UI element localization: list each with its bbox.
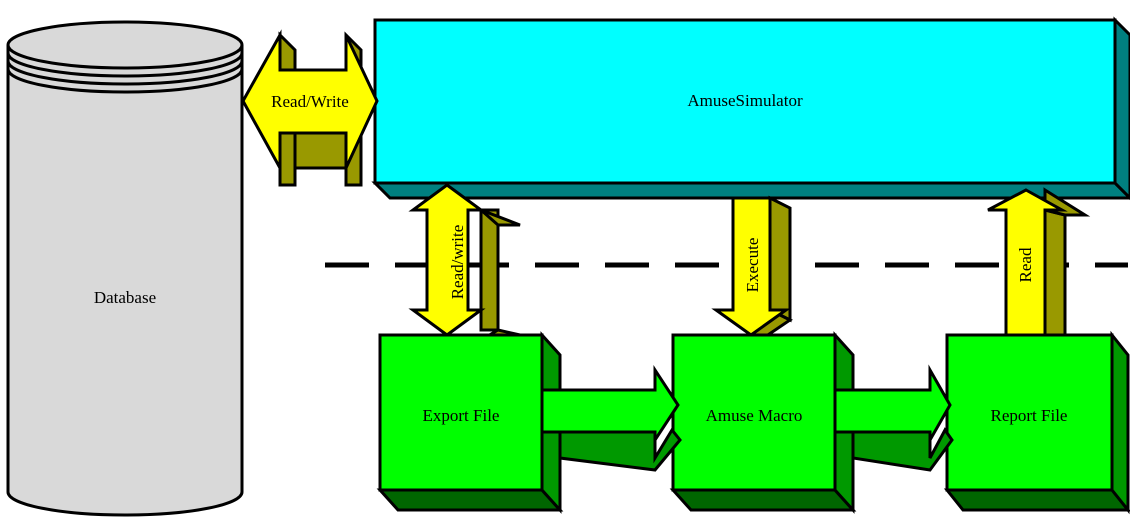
database-label: Database: [94, 288, 156, 307]
macro-to-report-arrow: [833, 364, 954, 472]
export-file-label: Export File: [423, 406, 500, 425]
export-read-write-label: Read/write: [448, 225, 467, 300]
execute-arrow: Execute: [711, 195, 793, 348]
amuse-macro-box: Amuse Macro: [669, 331, 857, 514]
read-arrow: Read: [987, 187, 1091, 337]
read-write-label: Read/Write: [271, 92, 349, 111]
read-label: Read: [1016, 247, 1035, 282]
read-write-arrow: Read/Write: [241, 29, 379, 187]
export-file-box: Export File: [376, 331, 564, 514]
database-cylinder: Database: [6, 20, 244, 517]
report-file-label: Report File: [991, 406, 1068, 425]
amuse-simulator-label: AmuseSimulator: [687, 91, 803, 110]
execute-label: Execute: [743, 238, 762, 293]
export-to-macro-arrow: [540, 364, 682, 472]
amuse-macro-label: Amuse Macro: [706, 406, 803, 425]
report-file-box: Report File: [943, 330, 1130, 515]
amuse-simulator-box: AmuseSimulator: [371, 16, 1130, 201]
